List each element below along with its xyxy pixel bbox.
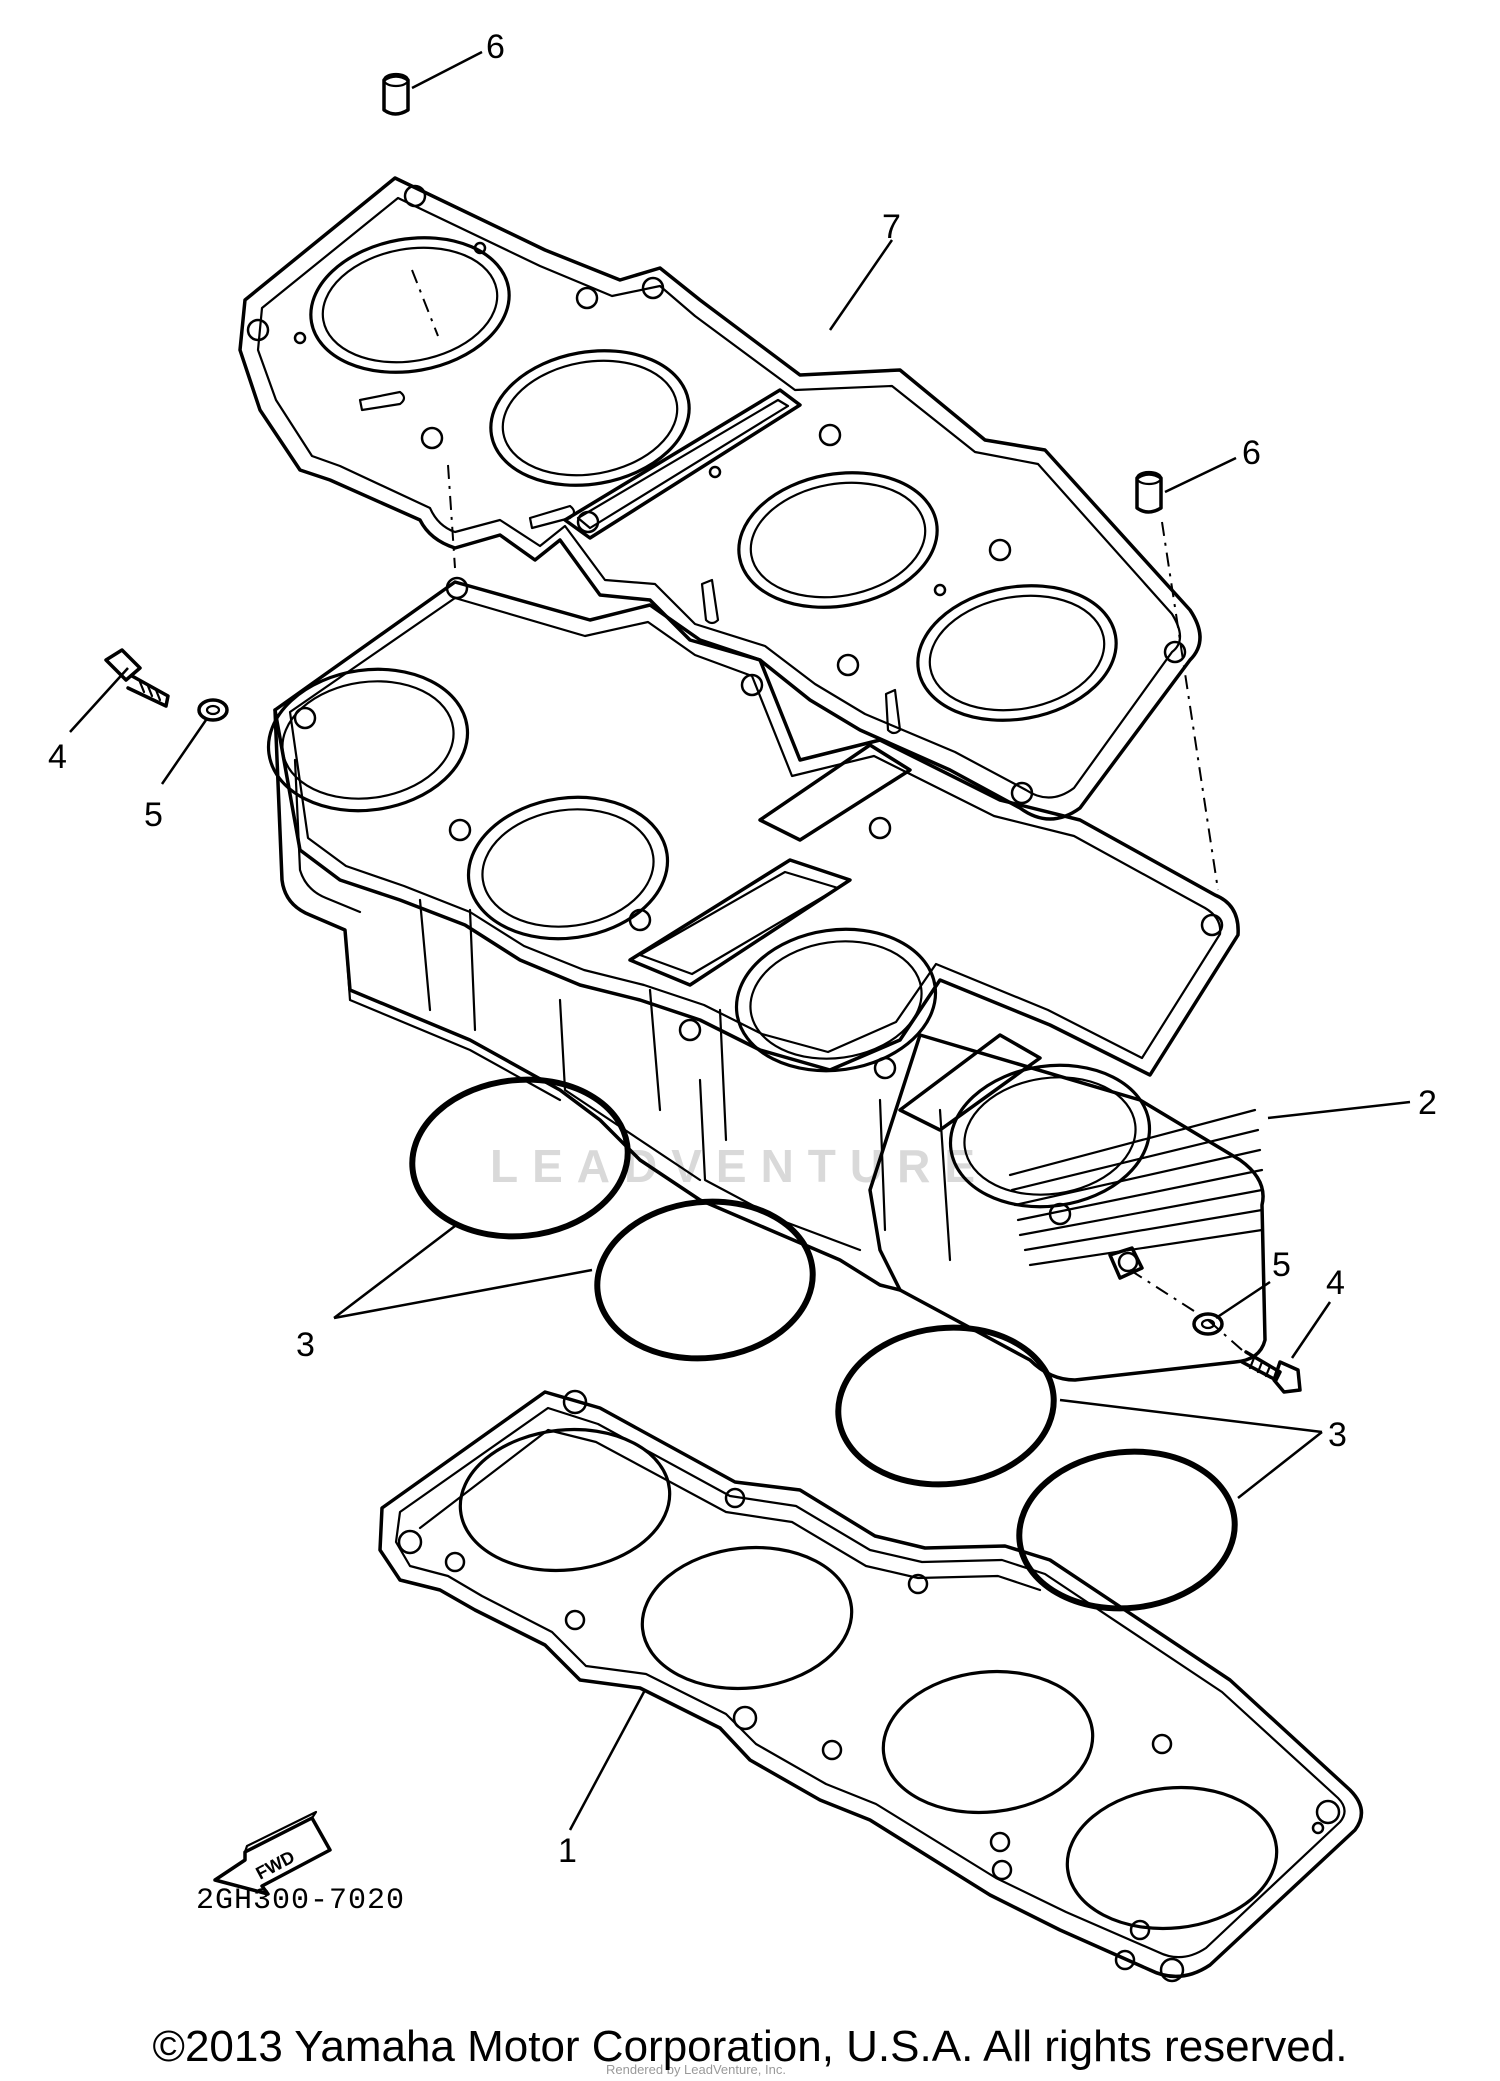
callout-2: 2: [1418, 1084, 1437, 1122]
dowel-pin-top-left[interactable]: [382, 72, 410, 116]
alignment-line-right-pin: [1161, 521, 1219, 891]
callout-7: 7: [882, 208, 901, 246]
o-ring-4: [1016, 1448, 1238, 1612]
leader-3-right: [1059, 1398, 1323, 1499]
alignment-line-bolt-right: [1129, 1269, 1243, 1351]
callout-3-left: 3: [296, 1326, 315, 1364]
o-rings[interactable]: [404, 1069, 1242, 1619]
leader-4-left: [69, 667, 129, 733]
o-ring-3: [835, 1324, 1057, 1488]
o-ring-2: [594, 1198, 816, 1362]
cylinder-base-gasket[interactable]: [378, 1389, 1364, 1983]
washer-left[interactable]: [197, 698, 229, 722]
leader-3-left: [333, 1225, 593, 1320]
cylinder-head-gasket[interactable]: [238, 176, 1202, 821]
bolt-left[interactable]: [104, 648, 170, 708]
callout-4-right: 4: [1326, 1264, 1345, 1302]
callout-5-left: 5: [144, 796, 163, 834]
leader-7: [828, 239, 894, 331]
diagram-code: 2GH300-7020: [196, 1884, 405, 1918]
bolt-right[interactable]: [1240, 1350, 1302, 1394]
copyright-notice: ©2013 Yamaha Motor Corporation, U.S.A. A…: [152, 2022, 1348, 2071]
leader-6-top: [411, 50, 483, 90]
leader-2: [1267, 1100, 1411, 1120]
alignment-line-left-pin: [411, 269, 439, 337]
render-credit: Rendered by LeadVenture, Inc.: [606, 2062, 786, 2077]
leader-4-right: [1290, 1301, 1332, 1359]
callout-4-left: 4: [48, 738, 67, 776]
callout-1: 1: [558, 1832, 577, 1870]
leader-5-left: [160, 719, 208, 785]
leader-5-right: [1215, 1280, 1271, 1320]
alignment-line-left-gasket: [447, 464, 456, 569]
o-ring-1: [409, 1076, 631, 1240]
callout-5-right: 5: [1272, 1246, 1291, 1284]
callout-6-right: 6: [1242, 434, 1261, 472]
leader-1: [568, 1689, 647, 1831]
watermark: LEADVENTURE: [490, 1140, 989, 1192]
dowel-pin-right[interactable]: [1135, 470, 1163, 514]
leader-6-right: [1164, 456, 1237, 494]
forward-direction-arrow: FWD: [213, 1810, 332, 1896]
callout-6-top: 6: [486, 28, 505, 66]
cylinder-block[interactable]: [259, 576, 1267, 1382]
callout-3-right: 3: [1328, 1416, 1347, 1454]
